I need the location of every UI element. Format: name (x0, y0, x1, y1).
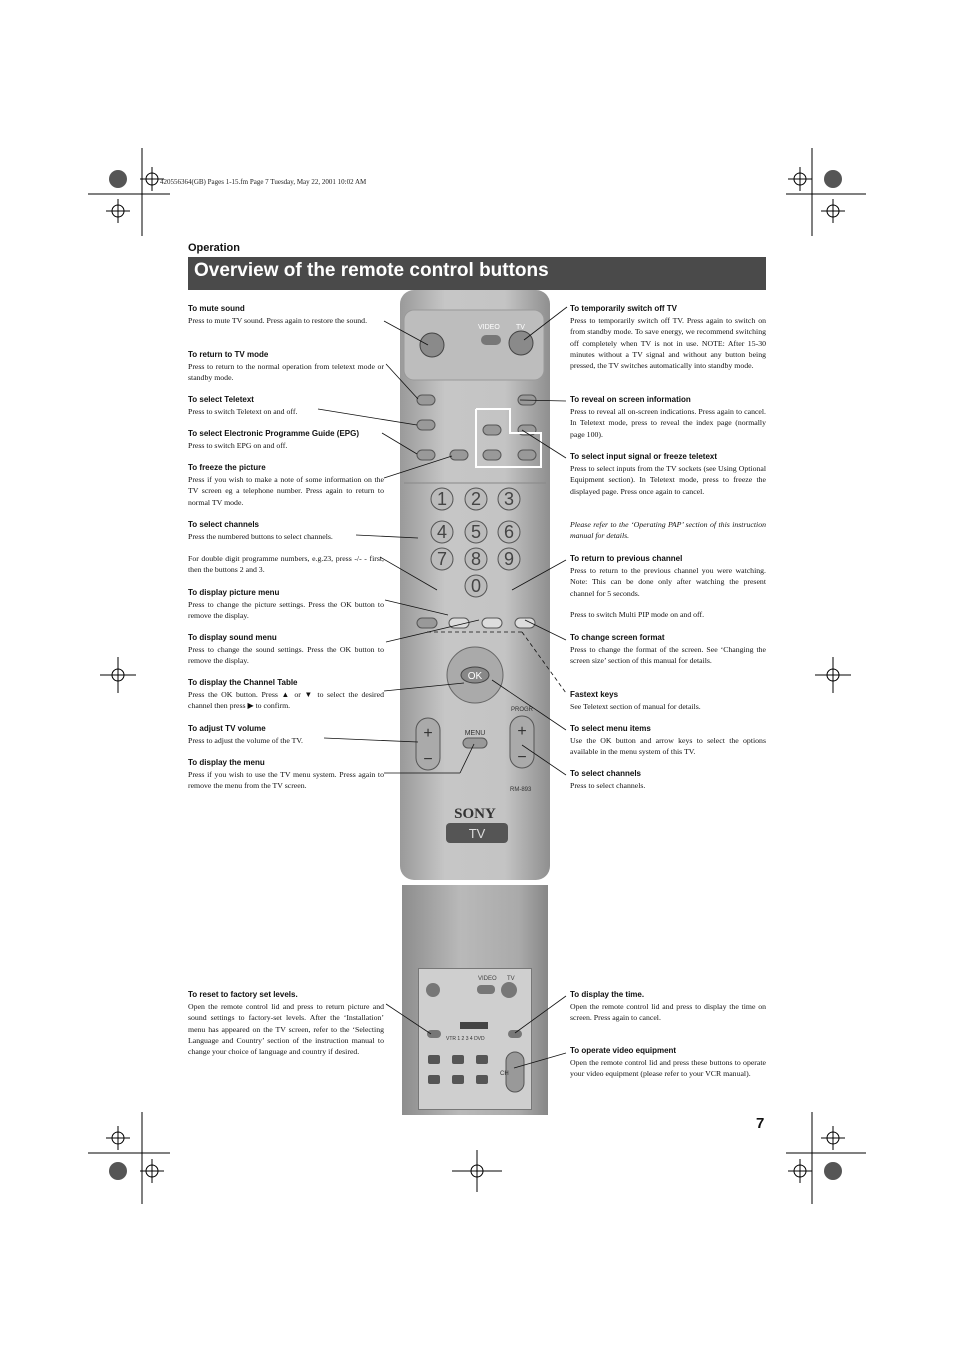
digit-label: 5 (471, 522, 481, 542)
screen-format-button (514, 617, 536, 629)
digit-button (497, 547, 521, 571)
top-panel (403, 309, 545, 381)
digit-button (497, 520, 521, 544)
lid-mute-button (426, 983, 440, 997)
lid-ch-label: CH (500, 1071, 509, 1077)
model-label: RM-893 (510, 787, 532, 793)
fastext-red (416, 617, 438, 629)
lid-tv-label: TV (507, 976, 515, 982)
menu-label: MENU (465, 730, 486, 737)
note-epg: To select Electronic Programme Guide (EP… (188, 429, 360, 450)
note-reset: To reset to factory set levels.Open the … (188, 990, 384, 1057)
svg-text:−: − (517, 749, 526, 766)
prog-label: PROGR (511, 707, 534, 713)
digit-label: 8 (471, 549, 481, 569)
time-button (508, 1030, 522, 1038)
lid-video-label: VIDEO (478, 976, 497, 982)
pip-button (482, 424, 502, 436)
video-button (481, 335, 501, 345)
tv-standby-button (508, 330, 534, 356)
brand-label: SONY (454, 806, 496, 822)
digit-button (464, 547, 488, 571)
note-input: To select input signal or freeze teletex… (570, 452, 766, 496)
digit-label: 7 (437, 549, 447, 569)
brand-tv-plate (446, 823, 508, 843)
teletext-button (416, 419, 436, 431)
ok-button (460, 666, 490, 684)
pip-button-2 (482, 449, 502, 461)
digit-label: 4 (437, 522, 447, 542)
digit-button (464, 520, 488, 544)
lid-tv-button (501, 982, 517, 998)
digit-label: 9 (504, 549, 514, 569)
digit-label: 0 (471, 576, 481, 596)
digit-button (430, 487, 454, 511)
sound-menu-button (481, 617, 503, 629)
menu-button (462, 737, 488, 749)
fastext-bracket (427, 631, 567, 694)
svg-text:+: + (423, 725, 432, 742)
digit-button (430, 520, 454, 544)
svg-text:+: + (517, 723, 526, 740)
volume-rocker (415, 717, 441, 771)
digit-button (464, 574, 488, 598)
tv-mode-button (416, 394, 436, 406)
digit-button (497, 487, 521, 511)
digit-label: 2 (471, 489, 481, 509)
leader-lines (317, 306, 568, 1069)
section-label: Operation (188, 242, 240, 254)
vtr-switch-label: VTR 1 2 3 4 DVD (446, 1036, 485, 1042)
digit-label: 3 (504, 489, 514, 509)
picture-menu-button (448, 617, 470, 629)
tv-label: TV (516, 324, 525, 331)
brand-sub-label: TV (469, 826, 486, 841)
print-header: 420556364(GB) Pages 1-15.fm Page 7 Tuesd… (160, 178, 367, 186)
vcr-channel-rocker (505, 1051, 525, 1093)
vtr-switch (460, 1022, 488, 1029)
mute-button (419, 332, 445, 358)
digit-button (430, 547, 454, 571)
note-time: To display the time.Open the remote cont… (570, 990, 766, 1023)
epg-button (416, 449, 436, 461)
note-pap: Please refer to the ‘Operating PAP’ sect… (570, 520, 766, 541)
pap-button (517, 449, 537, 461)
reset-button (427, 1030, 441, 1038)
note-double-digit: For double digit programme numbers, e.g.… (188, 554, 384, 575)
ok-label: OK (468, 671, 483, 682)
video-label: VIDEO (478, 324, 500, 331)
digit-button (464, 487, 488, 511)
pap-highlight-box (475, 408, 542, 468)
digit-label: 6 (504, 522, 514, 542)
digit-label: 1 (437, 489, 447, 509)
page-number: 7 (756, 1115, 765, 1132)
svg-text:−: − (423, 751, 432, 768)
lid-video-button (477, 985, 495, 994)
title-bar: Overview of the remote control buttons (188, 257, 766, 290)
page-title: Overview of the remote control buttons (194, 260, 549, 281)
program-rocker (509, 715, 535, 769)
note-multi-pip: Press to switch Multi PIP mode on and of… (570, 610, 705, 619)
freeze-button (449, 449, 469, 461)
